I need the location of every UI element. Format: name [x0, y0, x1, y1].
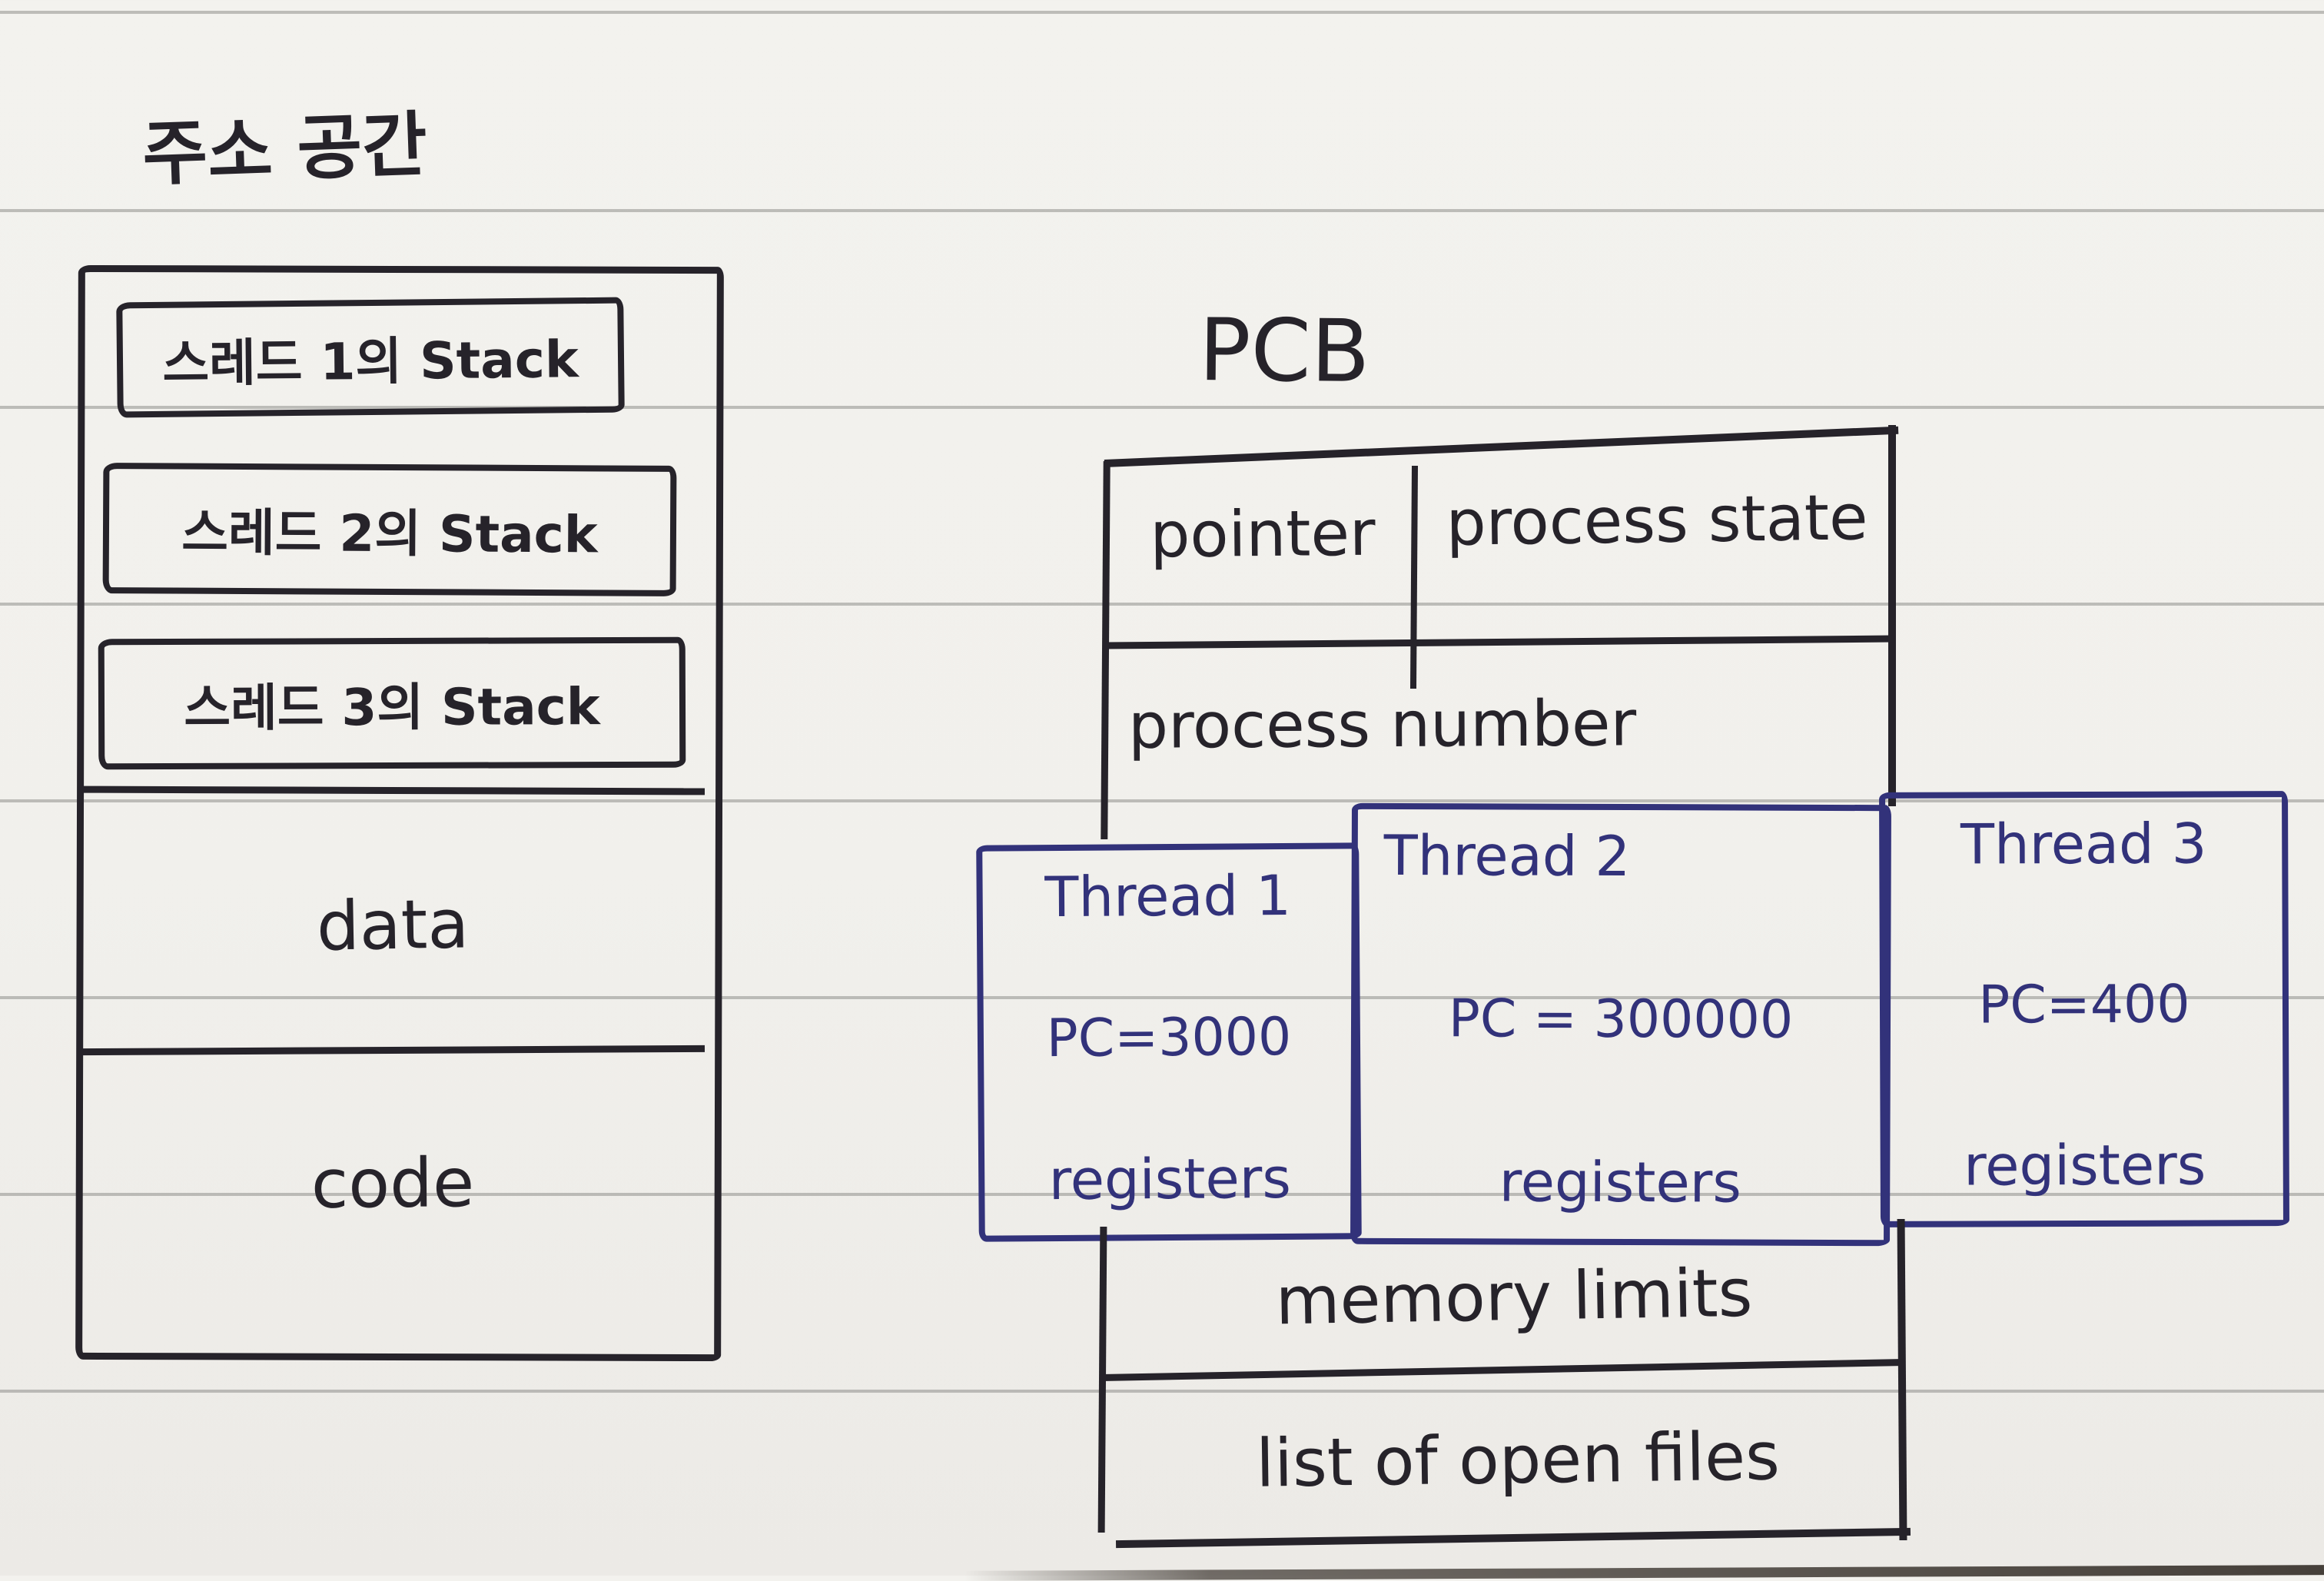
stack-label: 스레드 3의 Stack [184, 677, 600, 738]
pcb-row1-divider [1409, 465, 1419, 689]
pcb-title: PCB [1198, 301, 1371, 402]
ruled-line [0, 406, 2324, 409]
thread-box-1: Thread 1 PC=3000 registers [976, 842, 1362, 1242]
ruled-line [0, 209, 2324, 212]
address-space-title: 주소 공간 [141, 103, 429, 196]
thread-registers: registers [1499, 1149, 1742, 1215]
code-segment-label: code [310, 1143, 475, 1224]
thread-pc: PC=400 [1978, 974, 2190, 1035]
thread-box-2: Thread 2 PC = 300000 registers [1350, 802, 1891, 1247]
pcb-bottom-border [1115, 1527, 1911, 1549]
ruled-line [0, 1193, 2324, 1196]
thread-box-3: Thread 3 PC=400 registers [1879, 791, 2289, 1227]
ruled-line [0, 799, 2324, 802]
desk-edge-shadow [964, 1565, 2324, 1581]
thread-stack-box-2: 스레드 2의 Stack [102, 463, 677, 596]
stack-label: 스레드 1의 Stack [161, 330, 579, 394]
pcb-row1-bottom-border [1104, 635, 1895, 649]
thread-pc: PC=3000 [1046, 1006, 1292, 1069]
pcb-top-border [1104, 426, 1899, 467]
thread-name: Thread 3 [1960, 811, 2207, 877]
thread-registers: registers [1048, 1145, 1292, 1213]
data-segment-label: data [316, 884, 470, 966]
thread-registers: registers [1963, 1132, 2206, 1198]
thread-name: Thread 2 [1383, 822, 1631, 889]
thread-stack-box-3: 스레드 3의 Stack [98, 636, 686, 770]
ruled-line [0, 1390, 2324, 1393]
ruled-line [0, 11, 2324, 14]
ruled-line [0, 996, 2324, 999]
pcb-memory-divider [1102, 1358, 1904, 1382]
pointer-cell: pointer [1149, 497, 1376, 573]
memory-limits-cell: memory limits [1274, 1254, 1754, 1340]
open-files-cell: list of open files [1255, 1418, 1781, 1503]
thread-name: Thread 1 [1044, 862, 1292, 930]
thread-pc: PC = 300000 [1448, 988, 1794, 1051]
ruled-line [0, 603, 2324, 606]
thread-stack-box-1: 스레드 1의 Stack [116, 297, 625, 418]
process-state-cell: process state [1445, 481, 1869, 560]
pcb-left-border-upper [1101, 460, 1111, 840]
stack-label: 스레드 2의 Stack [181, 503, 598, 565]
process-number-cell: process number [1127, 687, 1637, 763]
pcb-right-border-upper [1888, 425, 1896, 806]
